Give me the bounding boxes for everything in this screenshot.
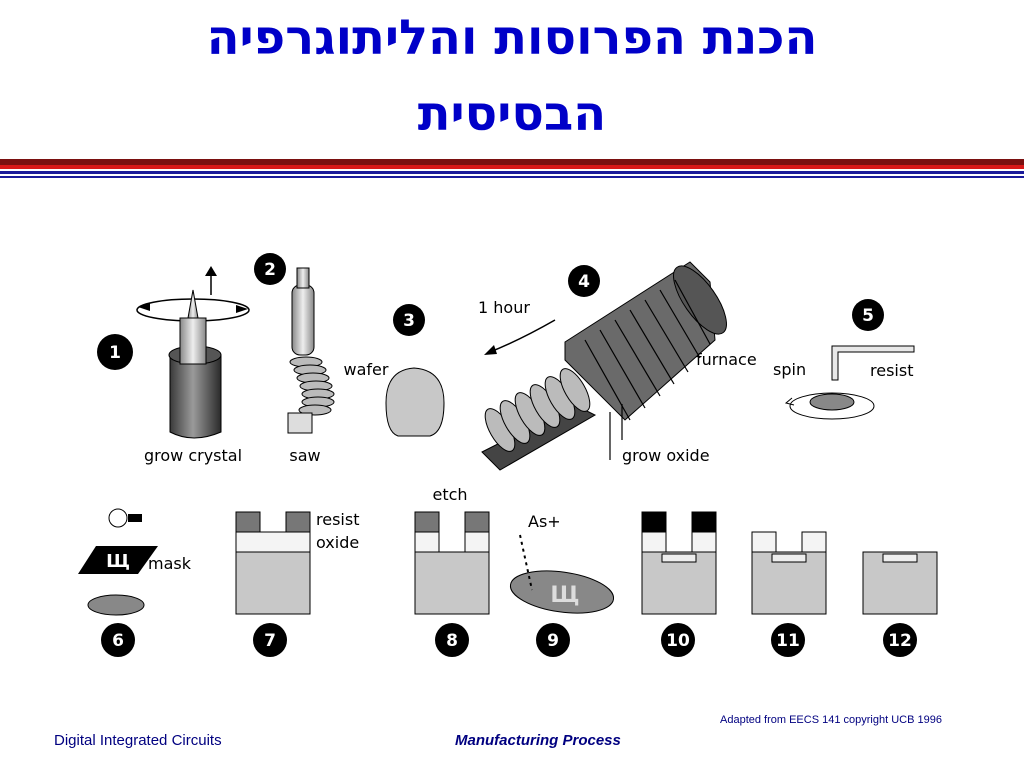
svg-text:12: 12 [888,631,912,651]
credit-note: Adapted from EECS 141 copyright UCB 1996 [720,714,942,726]
wafer-on-chuck [809,393,855,411]
step-4-furnace: 4 1 hour furnace grow oxide [478,261,757,471]
step-badge [536,623,570,657]
label-grow-oxide: grow oxide [622,446,710,465]
step-9-implant: Щ 9 As+ [509,512,615,657]
svg-text:10: 10 [666,631,690,651]
step-badge [883,623,917,657]
step-badge [101,623,135,657]
label-etch: etch [432,485,467,504]
label-resist: resist [870,361,913,380]
step-5-spin-resist: 5 spin resist [773,299,915,420]
label-grow-crystal: grow crystal [144,446,242,465]
title-rule-blue-thin [0,176,1024,178]
svg-text:11: 11 [776,631,800,651]
label-spin: spin [773,360,806,379]
svg-text:4: 4 [578,272,590,292]
footer-section-title: Manufacturing Process [455,732,621,749]
mask-plate [78,546,158,574]
label-saw: saw [289,446,320,465]
diffusion-region [882,553,918,563]
oxide-layer [235,531,311,553]
title-rule-blue [0,171,1024,174]
wafer-exposed [87,594,145,616]
svg-text:2: 2 [264,260,276,280]
step-6-mask: Щ 6 mask [78,508,192,657]
step-badge [253,623,287,657]
spin-arrow-icon [784,397,795,406]
resist-block [235,511,261,533]
label-resist: resist [316,510,359,529]
step-12: 12 [862,551,938,657]
label-oxide: oxide [316,533,359,552]
resist-nozzle [831,345,915,381]
svg-text:8: 8 [446,631,458,651]
svg-text:Щ: Щ [106,551,130,572]
step-7-resist-oxide: 7 resist oxide [235,510,359,657]
step-8-etch: 8 etch [414,485,490,657]
step-10: 10 [641,511,717,657]
implant-wafer [509,570,615,614]
label-1-hour: 1 hour [478,298,530,317]
step-11: 11 [751,531,827,657]
label-as-plus: As+ [528,512,561,531]
step-2-saw: 2 saw [254,253,335,465]
svg-text:9: 9 [547,631,559,651]
step-badge [852,299,884,331]
svg-text:3: 3 [403,311,415,331]
step-1-grow-crystal: 1 grow crystal [97,266,250,465]
step-3-wafer: 3 wafer [344,304,445,437]
substrate [235,551,311,615]
step-badge [254,253,286,285]
crystal-rod [179,317,207,365]
step-badge [393,304,425,336]
title-rule-red [0,165,1024,169]
resist-block [285,511,311,533]
step-badge [771,623,805,657]
step-badge [97,334,133,370]
furnace-tube [564,261,716,421]
footer-course-title: Digital Integrated Circuits [54,732,222,749]
wafer-disc [385,367,445,437]
page-title-line-1: הכנת הפרוסות והליתוגרפיה [206,10,818,66]
svg-text:7: 7 [264,631,276,651]
step-badge [661,623,695,657]
ion-beam [519,534,533,591]
rotation-arrow-icon [236,305,248,313]
label-mask: mask [148,554,192,573]
label-furnace: furnace [696,350,757,369]
svg-text:5: 5 [862,306,874,326]
rotation-arrow-icon [138,303,150,311]
step-badge [435,623,469,657]
diffusion-region [771,553,807,563]
crucible [169,354,222,439]
diffusion-region [661,553,697,563]
page-title-line-2: הבסיסית [417,86,607,142]
light-source-icon [108,508,128,528]
crystal-ingot [291,284,315,356]
title-rule-dark [0,159,1024,165]
substrate [414,551,490,615]
svg-text:6: 6 [112,631,124,651]
svg-text:Щ: Щ [550,583,579,608]
label-wafer: wafer [344,360,389,379]
svg-text:1: 1 [109,343,121,363]
step-badge [568,265,600,297]
insert-arrow-icon [489,319,556,353]
